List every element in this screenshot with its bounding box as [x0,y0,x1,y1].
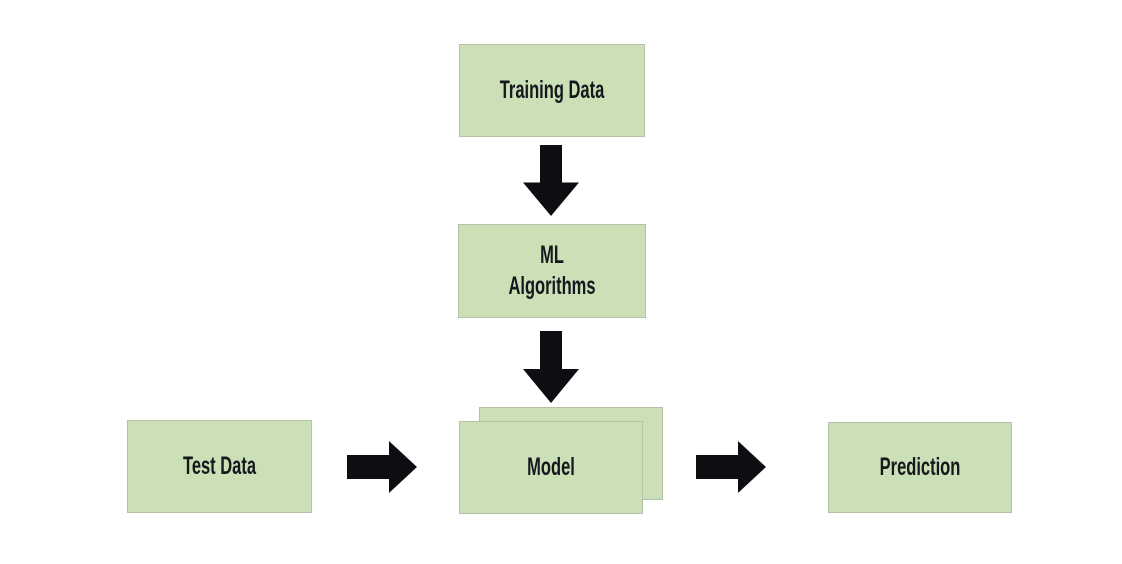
node-model-label: Model [527,453,575,481]
node-prediction: Prediction [828,422,1012,513]
node-training-data: Training Data [459,44,645,137]
node-ml-algorithms-label: ML Algorithms [508,241,596,300]
node-test-data-label: Test Data [182,452,257,480]
node-training-data-label: Training Data [499,76,605,104]
arrow-down-training-to-ml-icon [523,145,579,216]
node-prediction-label: Prediction [879,453,961,481]
node-model: Model [459,421,643,514]
arrow-right-test-to-model-icon [347,441,417,493]
node-ml-algorithms: ML Algorithms [458,224,646,318]
arrow-down-ml-to-model-icon [523,331,579,403]
arrow-right-model-to-prediction-icon [696,441,766,493]
node-test-data: Test Data [127,420,312,513]
